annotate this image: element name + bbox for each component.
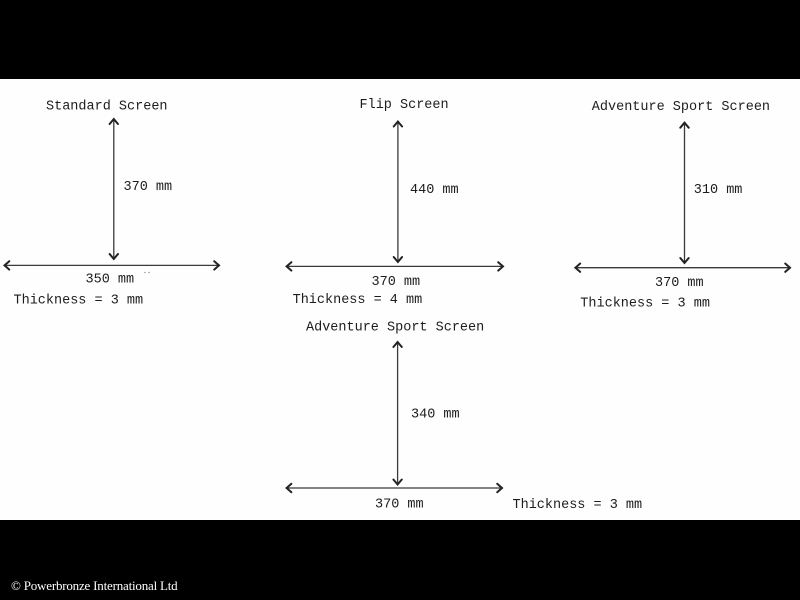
svg-text:Flip Screen: Flip Screen [360, 98, 449, 113]
svg-text:350 mm: 350 mm [86, 273, 135, 288]
svg-text:Standard Screen: Standard Screen [46, 100, 168, 115]
svg-text:Adventure Sport Screen: Adventure Sport Screen [592, 100, 770, 115]
svg-text:Thickness = 3 mm: Thickness = 3 mm [14, 294, 144, 309]
svg-text:370 mm: 370 mm [655, 276, 704, 291]
svg-text:340 mm: 340 mm [411, 408, 460, 423]
svg-text:Thickness = 4 mm: Thickness = 4 mm [293, 293, 423, 308]
svg-text:370 mm: 370 mm [124, 180, 173, 195]
svg-text:Thickness = 3 mm: Thickness = 3 mm [580, 296, 710, 311]
svg-text:370 mm: 370 mm [375, 498, 424, 513]
svg-text:Adventure Sport Screen: Adventure Sport Screen [306, 321, 484, 336]
svg-text:440 mm: 440 mm [410, 183, 459, 198]
svg-text:Thickness = 3 mm: Thickness = 3 mm [513, 498, 643, 513]
svg-text:370 mm: 370 mm [372, 275, 421, 290]
svg-text:310 mm: 310 mm [694, 183, 743, 198]
